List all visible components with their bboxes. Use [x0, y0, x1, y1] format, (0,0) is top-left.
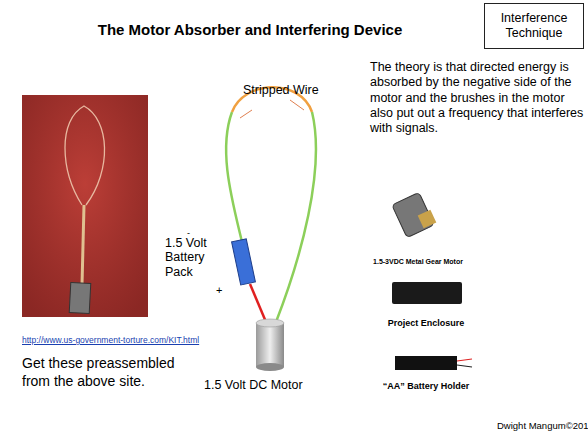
part-name: “AA” Battery Holder: [368, 381, 484, 391]
part-name: Stripped Wire: [243, 83, 319, 97]
battery-pack: [232, 239, 256, 285]
polarity-sign: -: [187, 228, 190, 238]
photo-background: [22, 95, 148, 317]
photo-wire-lead: [82, 205, 84, 285]
dc-motor-top: [256, 319, 284, 327]
dc-motor: [256, 323, 284, 367]
dc-motor-bottom: [256, 363, 284, 371]
part-name: 1.5 Volt Battery Pack: [165, 236, 223, 279]
holder-wire-red: [457, 359, 472, 361]
photo-wire-loop: [65, 106, 105, 205]
holder-wire-black: [457, 365, 472, 367]
red-wire: [250, 284, 266, 322]
leader-line: [290, 100, 304, 110]
battery-holder: [395, 356, 457, 370]
green-wire: [276, 112, 316, 322]
photo-battery: [69, 282, 91, 313]
leader-line: [240, 110, 252, 118]
box-text: Interference Technique: [485, 11, 583, 41]
note: Get these preassembled from the above si…: [22, 355, 190, 390]
technique-box: Interference Technique: [484, 3, 584, 49]
photo-shade: [22, 95, 148, 317]
polarity-sign: +: [216, 284, 222, 297]
part-name: 1.5-3VDC Metal Gear Motor: [368, 258, 468, 266]
slide-title: The Motor Absorber and Interfering Devic…: [60, 21, 440, 38]
part-name: 1.5 Volt DC Motor: [204, 378, 303, 392]
kit-url: http://www.us-government-torture.com/KIT…: [22, 336, 199, 346]
theory-note: The theory is that directed energy is ab…: [370, 60, 586, 136]
copyright: Dwight Mangum©2013: [497, 421, 588, 432]
part-name: Project Enclosure: [368, 318, 484, 328]
project-enclosure: [392, 282, 462, 304]
green-wire: [226, 112, 242, 242]
gear-motor-gear: [418, 210, 437, 229]
